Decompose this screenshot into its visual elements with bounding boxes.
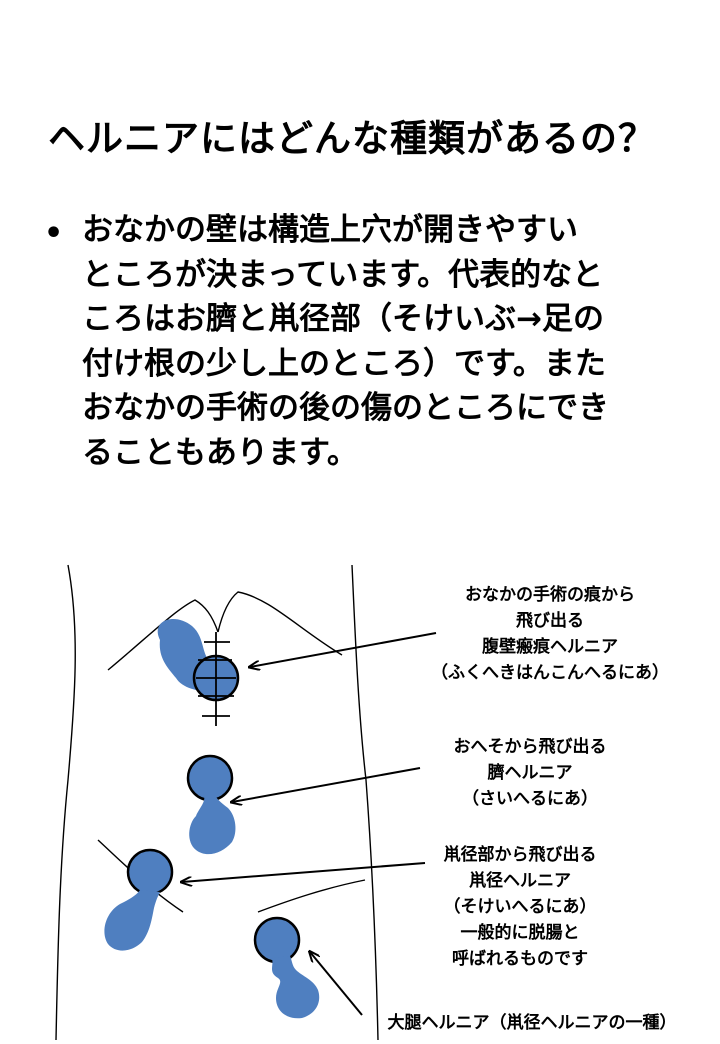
rib-line-left (107, 599, 219, 671)
torso-right-side (351, 564, 379, 1041)
umbilical-hernia (186, 754, 236, 855)
label-line: 鼡径部から飛び出る (443, 845, 597, 865)
label-line: 臍ヘルニア (487, 763, 573, 783)
inguinal-hernia (104, 848, 174, 951)
label-line: （ふくへきはんこんへるにあ） (431, 663, 669, 683)
label-line: （さいへるにあ） (462, 789, 598, 809)
inguinal-hernia-ring (126, 848, 174, 896)
label-umbilical-hernia: おへそから飛び出る 臍ヘルニア （さいへるにあ） (400, 734, 660, 812)
hernia-diagram: おなかの手術の痕から 飛び出る 腹壁瘢痕ヘルニア （ふくへきはんこんへるにあ） … (0, 520, 720, 1041)
label-incisional-hernia: おなかの手術の痕から 飛び出る 腹壁瘢痕ヘルニア （ふくへきはんこんへるにあ） (390, 582, 710, 686)
arrow-femoral (310, 952, 363, 1016)
label-femoral-hernia: 大腿ヘルニア（鼡径ヘルニアの一種） (387, 1013, 677, 1033)
pointer-arrows (182, 632, 437, 1016)
surgical-scar (196, 632, 236, 726)
rib-line-right (217, 591, 343, 656)
label-line: 一般的に脱腸と (460, 923, 580, 943)
bullet-line: おなかの手術の後の傷のところにでき (82, 390, 609, 426)
bullet-line: 付け根の少し上のところ）です。また (82, 345, 606, 382)
arrow-umbilical (232, 767, 421, 802)
femoral-hernia-sac (272, 956, 320, 1019)
groin-line-right (257, 879, 366, 913)
bullet-text: おなかの壁は構造上穴が開きやすい ところが決まっています。代表的なと ころはお臍… (82, 208, 682, 475)
bullet-line: ることもあります。 (82, 434, 358, 471)
bullet-marker: • (44, 216, 64, 251)
label-line: 飛び出る (516, 611, 584, 631)
bullet-line: おなかの壁は構造上穴が開きやすい (82, 212, 578, 248)
label-inguinal-hernia: 鼡径部から飛び出る 鼡径ヘルニア （そけいへるにあ） 一般的に脱腸と 呼ばれるも… (400, 842, 640, 972)
label-line: 鼡径ヘルニア (469, 871, 571, 891)
torso-illustration (55, 564, 437, 1041)
label-line: おなかの手術の痕から (465, 585, 635, 605)
label-line: おへそから飛び出る (453, 737, 607, 757)
slide-title: ヘルニアにはどんな種類があるの？ (48, 117, 656, 160)
label-line: 腹壁瘢痕ヘルニア (482, 637, 618, 657)
umbilical-hernia-sac (189, 796, 236, 855)
arrow-inguinal (182, 862, 426, 882)
bullet-line: ところが決まっています。代表的なと (82, 256, 604, 293)
incisional-hernia (157, 618, 240, 726)
torso-outline (55, 564, 379, 1041)
inguinal-hernia-sac (104, 890, 160, 951)
arrow-incisional (250, 632, 437, 667)
femoral-hernia (253, 916, 320, 1019)
label-line: 呼ばれるものです (452, 949, 588, 969)
umbilical-hernia-ring (186, 754, 234, 802)
femoral-hernia-ring (253, 916, 301, 964)
bullet-line: ころはお臍と鼡径部（そけいぶ→足の (82, 301, 604, 337)
label-line: （そけいへるにあ） (443, 897, 597, 917)
torso-left-side (55, 564, 76, 1041)
